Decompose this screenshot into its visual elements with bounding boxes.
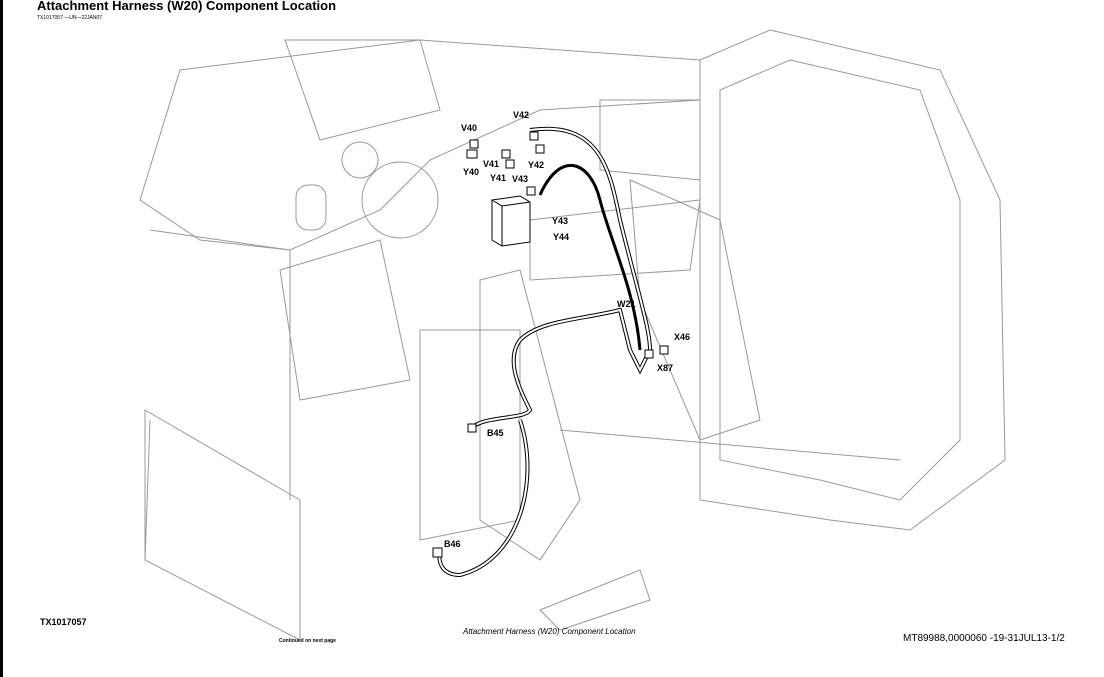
harness-w20	[437, 126, 653, 578]
label-b45: B45	[487, 428, 504, 438]
label-v40: V40	[461, 123, 478, 133]
label-v41: V41	[483, 159, 500, 169]
cab-outline	[139, 29, 1006, 641]
label-v42: V42	[513, 110, 530, 120]
valve-block	[491, 195, 531, 247]
label-b46: B46	[444, 539, 461, 549]
connectors	[432, 131, 669, 558]
label-x87: X87	[657, 363, 674, 373]
figure-caption: Attachment Harness (W20) Component Locat…	[463, 627, 636, 636]
page-title: Attachment Harness (W20) Component Locat…	[37, 0, 337, 13]
label-y42: Y42	[528, 160, 545, 170]
continued-note: Continued on next page	[279, 638, 336, 644]
label-y41: Y41	[490, 173, 507, 183]
label-y43: Y43	[552, 216, 569, 226]
label-x46: X46	[674, 332, 691, 342]
page-edge	[0, 0, 3, 677]
label-y44: Y44	[553, 232, 570, 242]
label-v43: V43	[512, 174, 529, 184]
harness-w20-inner	[438, 127, 652, 577]
figure-code: TX1017057 —UN—22JAN07	[37, 15, 103, 21]
label-y40: Y40	[463, 167, 480, 177]
figure-id: TX1017057	[40, 617, 87, 627]
label-w21: W21	[617, 299, 636, 309]
document-reference: MT89988,0000060 -19-31JUL13-1/2	[903, 633, 1065, 644]
